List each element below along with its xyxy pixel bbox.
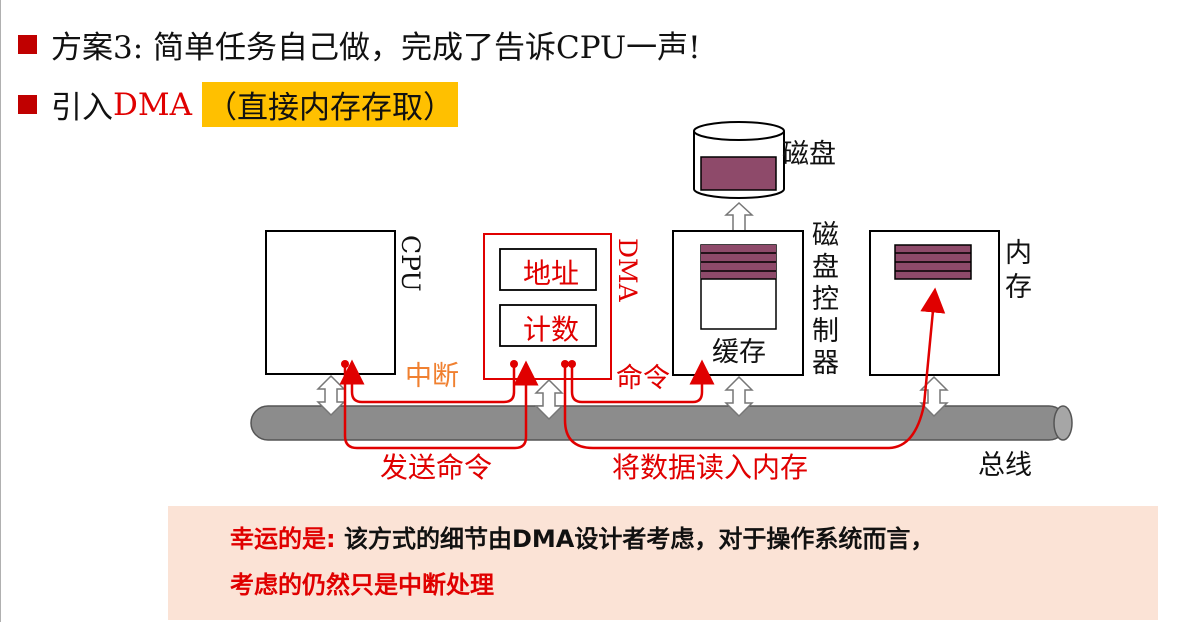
dma-address-label: 地址 <box>523 257 579 290</box>
controller-char-2: 盘 <box>812 252 839 283</box>
dma-address-register <box>499 248 597 291</box>
bullet-2-dma: DMA <box>113 86 192 123</box>
controller-bus-arrow <box>724 375 754 418</box>
dma-bus-arrow <box>534 378 564 421</box>
send-command-path <box>343 360 539 450</box>
system-bus <box>250 405 1073 441</box>
memory-data-block <box>894 244 972 280</box>
dma-diagram: CPU DMA 地址 计数 磁盘 缓存 磁 盘 控 制 器 内 存 <box>250 121 1073 484</box>
bullet-1-text: 方案3: 简单任务自己做，完成了告诉CPU一声! <box>51 30 701 66</box>
bus-label: 总线 <box>978 450 1032 481</box>
memory-char-1: 内 <box>1005 238 1032 269</box>
command-label: 命令 <box>616 363 670 394</box>
disk-controller-label: 磁 盘 控 制 器 <box>812 220 839 379</box>
controller-char-1: 磁 <box>812 220 839 251</box>
flow-lines <box>339 287 946 450</box>
dma-label: DMA <box>613 238 642 303</box>
read-to-memory-label: 将数据读入内存 <box>612 451 808 484</box>
command-path <box>570 359 715 404</box>
note-line-2: 考虑的仍然只是中断处理 <box>230 571 494 599</box>
controller-char-5: 器 <box>812 348 839 379</box>
bullet-square-icon <box>18 95 37 114</box>
disk-label: 磁盘 <box>782 139 836 170</box>
memory-char-2: 存 <box>1005 272 1032 303</box>
dma-count-register <box>499 304 597 347</box>
interrupt-label: 中断 <box>405 361 459 392</box>
note-body: 该方式的细节由DMA设计者考虑，对于操作系统而言， <box>343 525 935 553</box>
disk-icon <box>693 121 785 199</box>
read-to-memory-path <box>563 287 946 450</box>
note-lead: 幸运的是: <box>230 525 336 553</box>
memory-label: 内 存 <box>1005 238 1032 303</box>
flow-endpoints <box>341 360 576 368</box>
note-box: 幸运的是: 该方式的细节由DMA设计者考虑，对于操作系统而言， 考虑的仍然只是中… <box>168 506 1158 620</box>
bullet-line-1: 方案3: 简单任务自己做，完成了告诉CPU一声! <box>18 22 701 67</box>
dma-count-label: 计数 <box>523 313 579 346</box>
bullet-square-icon <box>18 35 37 54</box>
cpu-box <box>265 230 396 375</box>
interrupt-path <box>339 359 516 404</box>
controller-char-4: 制 <box>812 316 839 347</box>
disk-data-block <box>700 156 777 191</box>
bullet-line-2: 引入 DMA （直接内存存取） <box>18 82 458 127</box>
controller-char-3: 控 <box>812 284 839 315</box>
cpu-label: CPU <box>396 235 425 292</box>
send-command-label: 发送命令 <box>380 451 492 484</box>
controller-buffer-data <box>701 245 776 280</box>
bullet-2-prefix: 引入 <box>51 90 113 126</box>
cpu-bus-arrow <box>316 374 346 417</box>
note-line-1: 幸运的是: 该方式的细节由DMA设计者考虑，对于操作系统而言， <box>230 516 1158 562</box>
left-border <box>0 0 1 622</box>
bullet-2-highlight: （直接内存存取） <box>201 82 458 127</box>
buffer-label: 缓存 <box>712 337 766 368</box>
